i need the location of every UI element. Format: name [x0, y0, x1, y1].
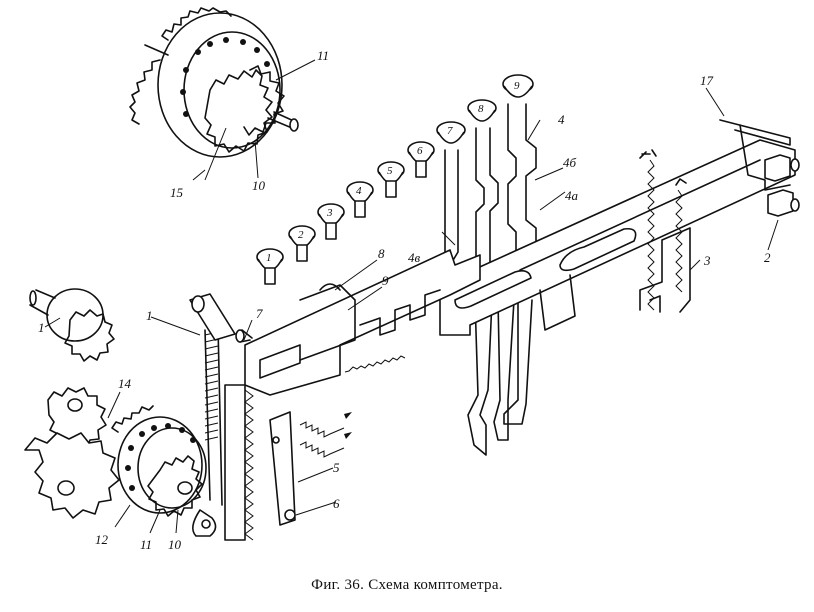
key-4: 4	[346, 181, 374, 218]
key-label: 8	[478, 103, 484, 115]
label-2: 2	[764, 250, 771, 265]
key-9: 9	[502, 74, 534, 98]
main-frame	[439, 119, 800, 336]
comptometer-diagram: 1 2 3 4 5 6	[24, 7, 800, 552]
bottom-gear-train	[24, 288, 236, 537]
part-labels: 11 15 10 17 4 4б 4а 4в 8 9 3 2 1 7 1 14 …	[38, 48, 771, 552]
label-5: 5	[333, 460, 340, 475]
key-8: 8	[467, 99, 497, 122]
label-9: 9	[382, 273, 389, 288]
keyboard-keys: 1 2 3 4 5 6	[256, 74, 534, 285]
label-10-bottom: 10	[168, 537, 182, 552]
key-label: 4	[356, 185, 362, 197]
key-3: 3	[317, 203, 345, 240]
label-8: 8	[378, 246, 385, 261]
label-4: 4	[558, 112, 565, 127]
label-6: 6	[333, 496, 340, 511]
key-label: 7	[447, 125, 453, 137]
key-6: 6	[407, 141, 435, 178]
label-7: 7	[256, 306, 263, 321]
key-label: 6	[417, 145, 423, 157]
rack-slide	[235, 249, 481, 396]
key-1: 1	[256, 248, 284, 285]
key-2: 2	[288, 225, 316, 262]
label-3: 3	[703, 253, 711, 268]
top-drum-assembly	[129, 7, 316, 181]
label-11-bottom: 11	[140, 537, 152, 552]
key-label: 1	[266, 252, 272, 264]
label-4b: 4б	[563, 155, 577, 170]
label-4a: 4а	[565, 188, 579, 203]
key-label: 5	[387, 165, 393, 177]
label-17: 17	[700, 73, 714, 88]
figure-caption: Фиг. 36. Схема комптометра.	[311, 577, 503, 593]
key-7: 7	[436, 121, 466, 144]
label-1-top: 1	[146, 308, 153, 323]
label-14: 14	[118, 376, 132, 391]
label-12: 12	[95, 532, 109, 547]
label-10-top: 10	[252, 178, 266, 193]
label-4v: 4в	[408, 250, 421, 265]
key-label: 9	[514, 80, 520, 92]
key-5: 5	[377, 161, 405, 198]
label-15: 15	[170, 185, 184, 200]
lever-5	[224, 384, 352, 541]
label-1-left: 1	[38, 320, 45, 335]
leader-lines	[44, 87, 779, 534]
key-label: 3	[326, 207, 333, 219]
key-label: 2	[298, 229, 304, 241]
label-11-top: 11	[317, 48, 329, 63]
